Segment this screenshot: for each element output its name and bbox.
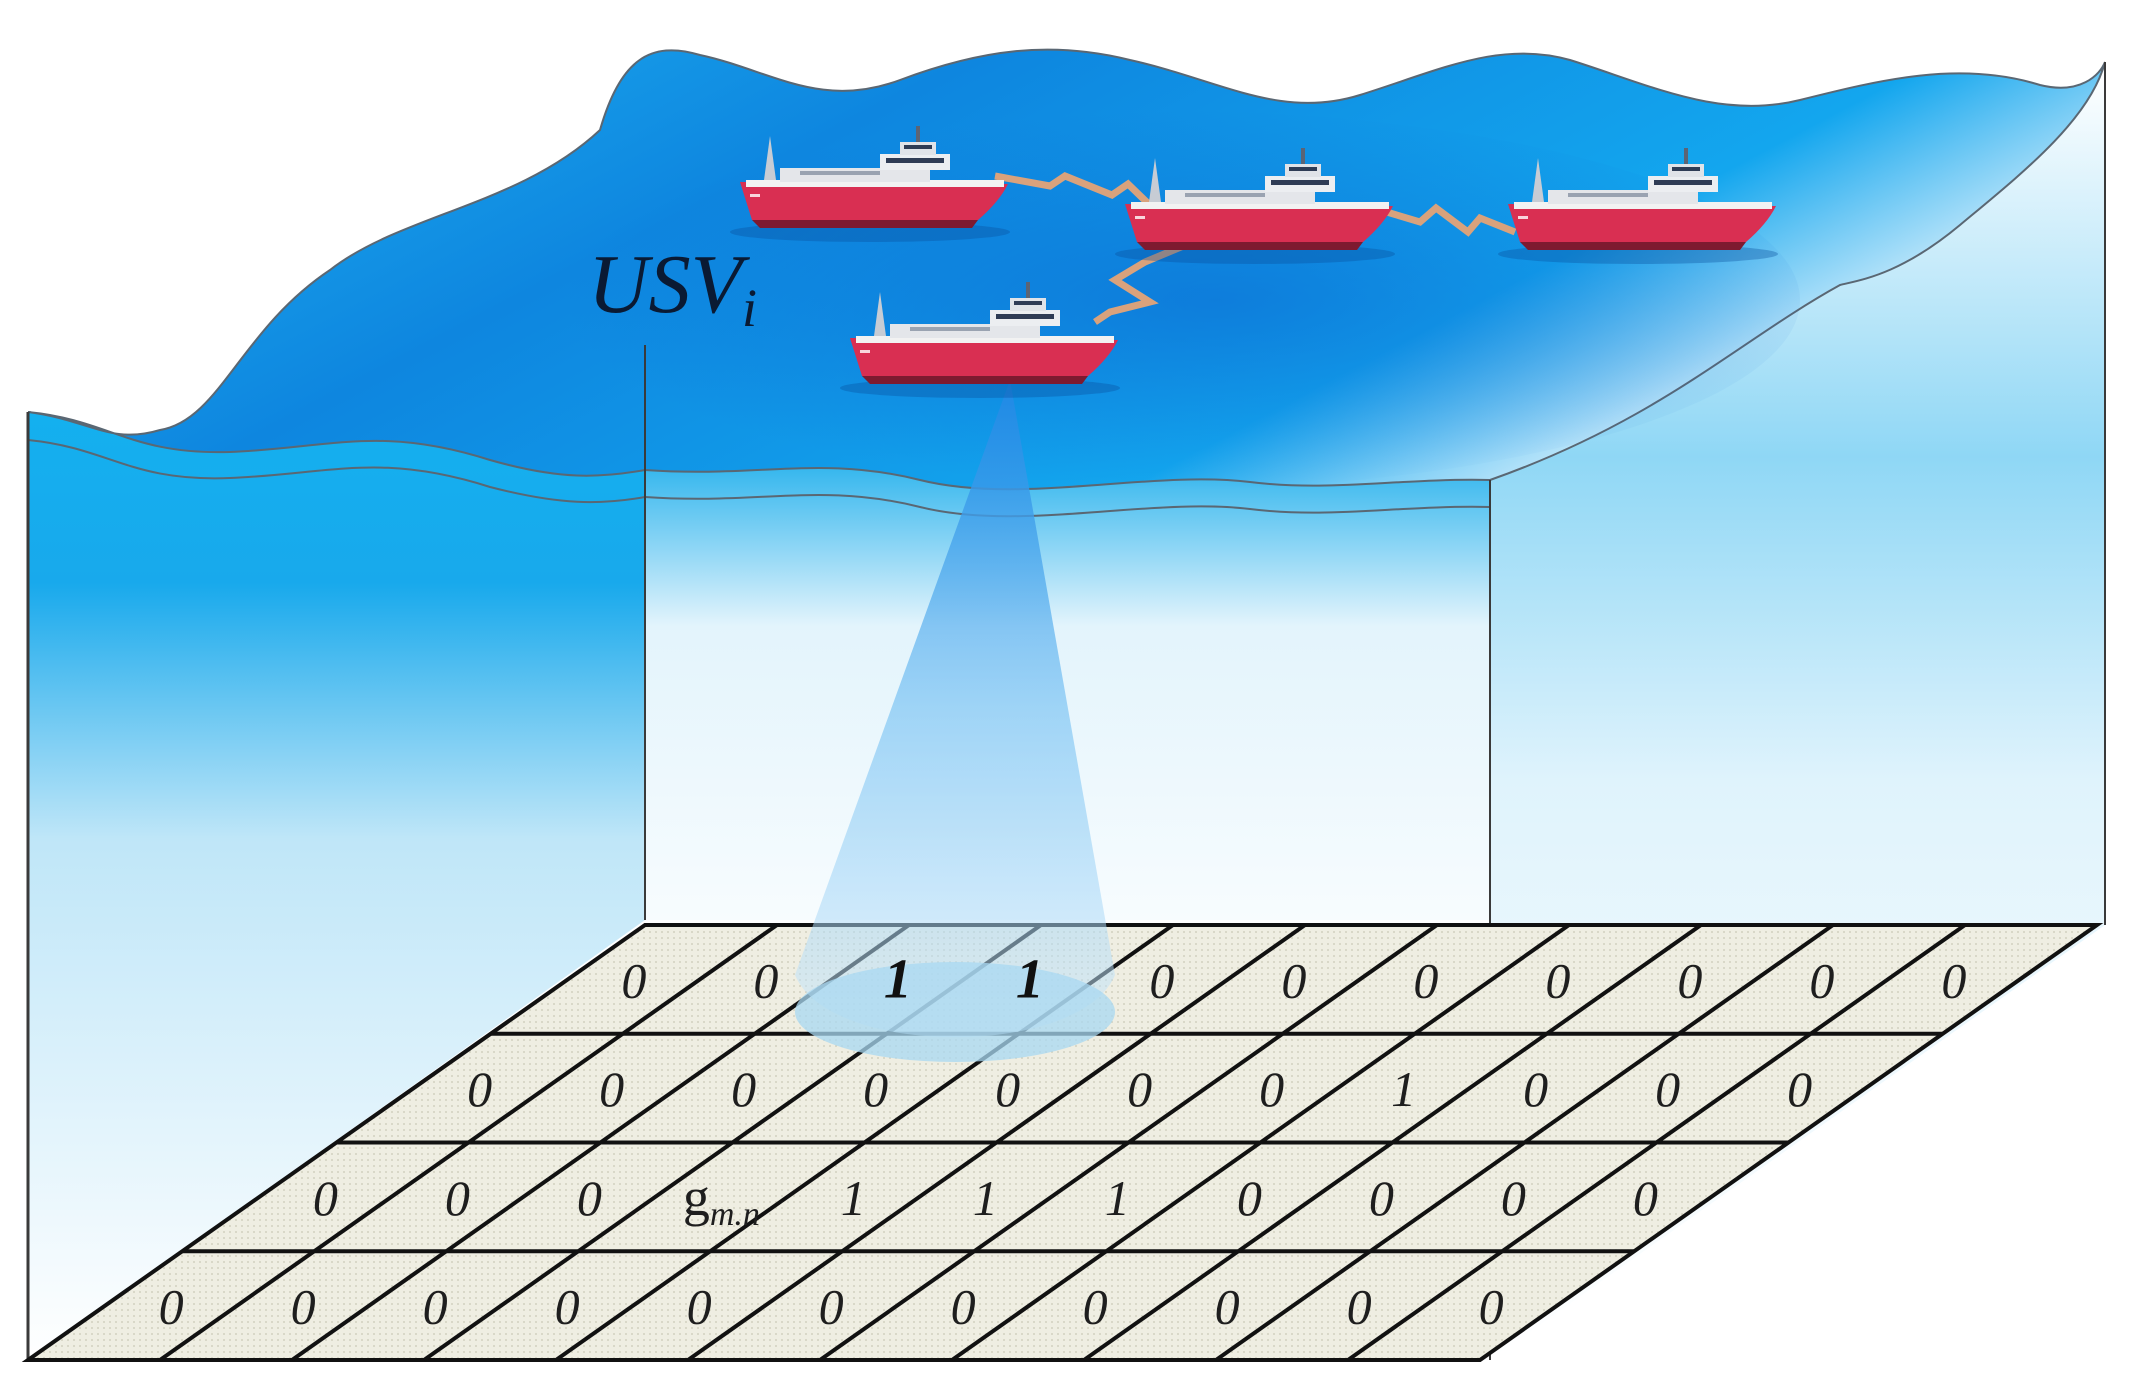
grid-column-line xyxy=(1082,923,1703,1362)
grid-cell-value: 0 xyxy=(1655,1061,1680,1117)
grid-cell-value: 0 xyxy=(1149,952,1174,1008)
grid-cell-value: 0 xyxy=(1633,1170,1658,1226)
grid-cell-value: 0 xyxy=(599,1061,624,1117)
grid-cell-value: 0 xyxy=(577,1170,602,1226)
grid-cell-value: 0 xyxy=(863,1061,888,1117)
grid-cell-value: 0 xyxy=(731,1061,756,1117)
grid-column-line xyxy=(686,923,1307,1362)
grid-cell-value: 0 xyxy=(1941,952,1966,1008)
grid-cell-value: 0 xyxy=(995,1061,1020,1117)
grid-cell-value: 0 xyxy=(819,1279,844,1335)
grid-cell-value: 1 xyxy=(1391,1061,1416,1117)
grid-cell-value: 0 xyxy=(1501,1170,1526,1226)
grid-cell-value: 0 xyxy=(1523,1061,1548,1117)
link-2-3 xyxy=(1378,203,1517,237)
grid-cell-value: 0 xyxy=(159,1279,184,1335)
grid-cell-detected: 1 xyxy=(1016,948,1044,1010)
grid-cell-value: 0 xyxy=(313,1170,338,1226)
grid-cell-value: 0 xyxy=(1347,1279,1372,1335)
grid-cell-value: 1 xyxy=(973,1170,998,1226)
grid-cell-value: 0 xyxy=(1809,952,1834,1008)
seabed-grid: 0 0 0 0 0 0 0 0 0 0 0 0 0 0 0 0 1 0 0 0 0 0 0 gm.n 1 1 1 0 0 0 0 0 0 0 0 0 0… xyxy=(21,923,2104,1362)
grid-cell-value: 0 xyxy=(753,952,778,1008)
grid-cell-value: 0 xyxy=(1787,1061,1812,1117)
grid-cell-value: 0 xyxy=(1545,952,1570,1008)
grid-column-line xyxy=(818,923,1439,1362)
grid-cell-value: 0 xyxy=(1369,1170,1394,1226)
grid-cell-value: 1 xyxy=(841,1170,866,1226)
grid-cell-value: 0 xyxy=(467,1061,492,1117)
grid-cell-value: 0 xyxy=(1127,1061,1152,1117)
grid-cell-value: 0 xyxy=(1215,1279,1240,1335)
grid-column-line xyxy=(158,923,779,1362)
grid-cell-value: 0 xyxy=(951,1279,976,1335)
left-water-wall xyxy=(28,412,645,1360)
grid-cell-value: 0 xyxy=(423,1279,448,1335)
grid-cell-value: 0 xyxy=(1281,952,1306,1008)
grid-cell-detected: 1 xyxy=(884,948,912,1010)
grid-cell-value: 0 xyxy=(1677,952,1702,1008)
grid-cell-value: 0 xyxy=(291,1279,316,1335)
grid-column-line xyxy=(950,923,1571,1362)
sonar-beam xyxy=(795,380,1115,1062)
grid-cell-value: 0 xyxy=(1237,1170,1262,1226)
grid-cell-value: 0 xyxy=(1083,1279,1108,1335)
grid-cell-value: 0 xyxy=(621,952,646,1008)
grid-cell-value: 1 xyxy=(1105,1170,1130,1226)
grid-column-line xyxy=(1214,923,1835,1362)
grid-column-line xyxy=(1346,923,1967,1362)
usv-label: USVi xyxy=(588,238,757,338)
grid-cell-value: 0 xyxy=(1259,1061,1284,1117)
grid-cell-value: 0 xyxy=(445,1170,470,1226)
grid-cell-value: 0 xyxy=(1413,952,1438,1008)
grid-cell-symbol: gm.n xyxy=(683,1167,760,1233)
grid-cell-value: 0 xyxy=(1479,1279,1504,1335)
link-1-2 xyxy=(994,172,1163,218)
grid-cell-value: 0 xyxy=(555,1279,580,1335)
grid-cell-value: 0 xyxy=(687,1279,712,1335)
